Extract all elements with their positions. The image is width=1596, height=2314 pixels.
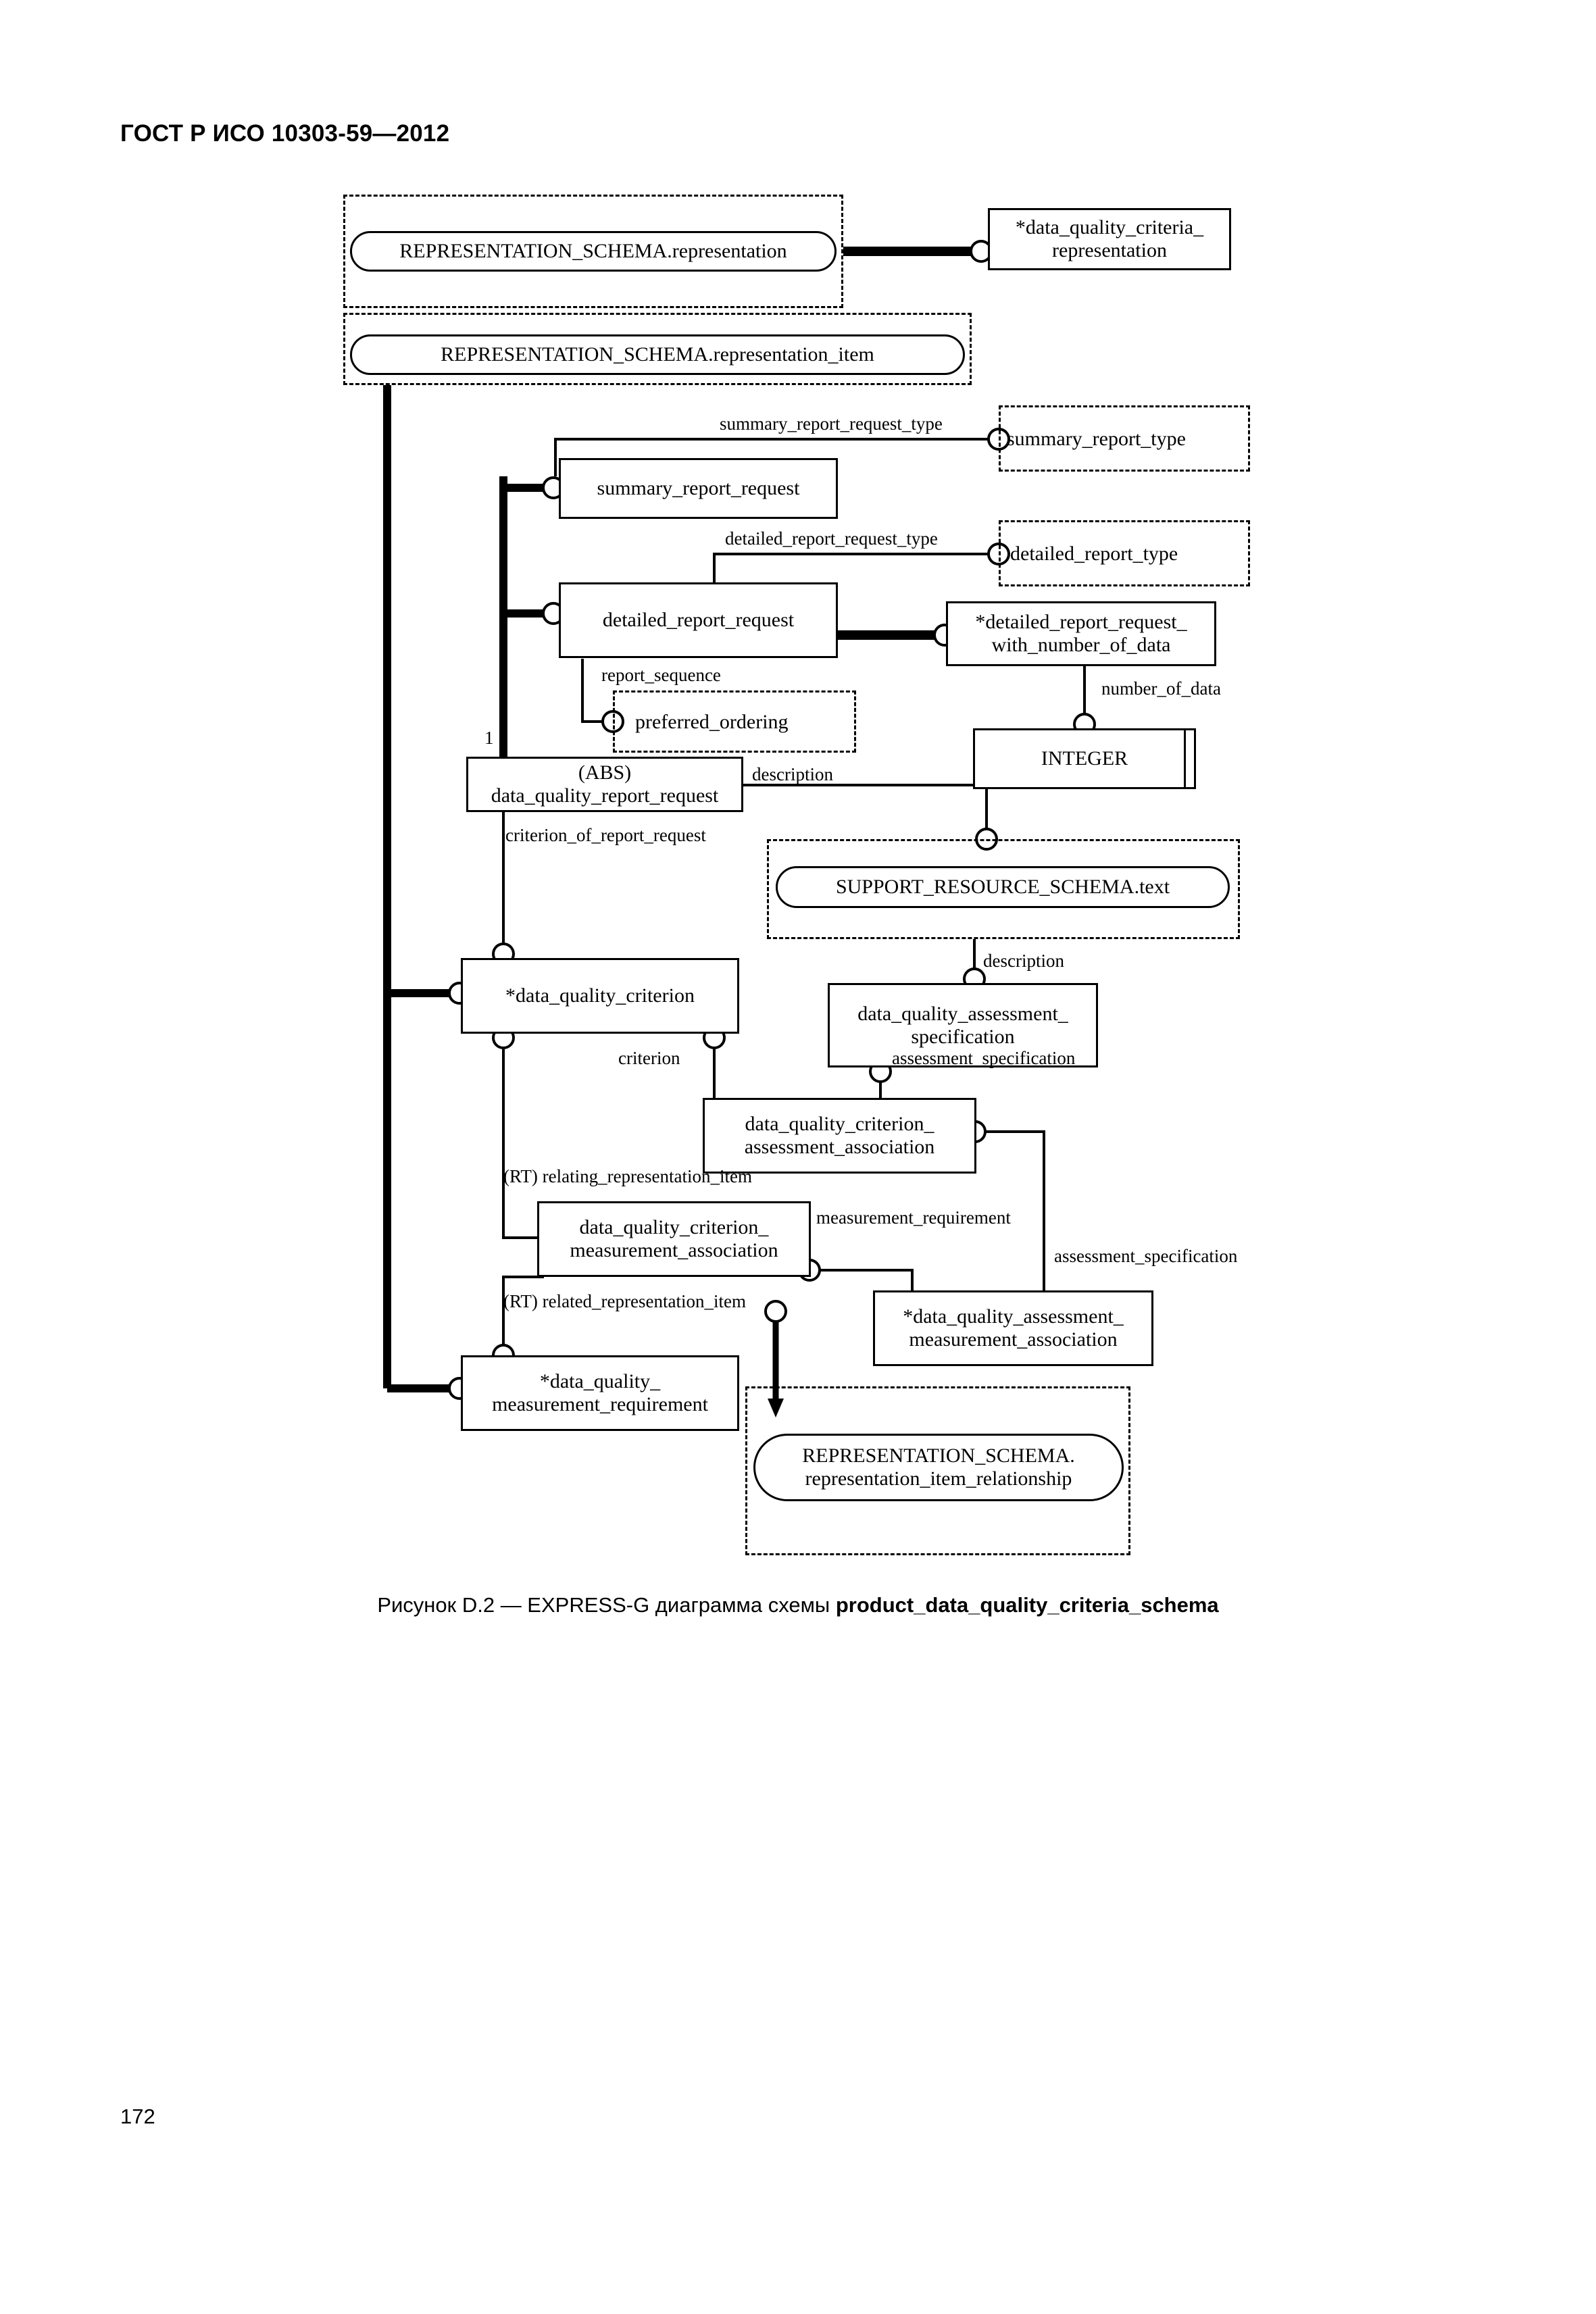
express-g-diagram: REPRESENTATION_SCHEMA.representation REP… [343,195,1250,1555]
schema-frame-support-resource-text [767,839,1240,939]
type-frame-preferred-ordering [613,690,856,753]
type-frame-summary-report-type [999,405,1250,472]
label-assessment-specification-right: assessment_specification [1054,1246,1238,1266]
label-report-sequence: report_sequence [601,665,721,685]
page-header: ГОСТ Р ИСО 10303-59—2012 [120,120,450,147]
entity-data-quality-criterion[interactable]: *data_quality_criterion [461,958,739,1034]
label-summary-report-type: summary_report_type [1007,428,1186,450]
entity-data-quality-criterion-measurement-association[interactable]: data_quality_criterion_ measurement_asso… [537,1201,811,1277]
figure-caption: Рисунок D.2 — EXPRESS-G диаграмма схемы … [0,1593,1596,1617]
label-measurement-requirement: measurement_requirement [816,1207,1011,1228]
entity-detailed-report-request-with-number-of-data[interactable]: *detailed_report_request_ with_number_of… [946,601,1216,666]
entity-data-quality-assessment-measurement-association[interactable]: *data_quality_assessment_ measurement_as… [873,1290,1153,1366]
schema-frame-representation-item [343,313,972,385]
type-frame-detailed-report-type [999,520,1250,586]
figure-caption-schema-name: product_data_quality_criteria_schema [835,1593,1219,1617]
label-relating-representation-item: (RT) relating_representation_item [503,1166,752,1186]
figure-caption-prefix: Рисунок D.2 — EXPRESS-G диаграмма схемы [377,1593,836,1617]
entity-representation-schema-representation-item-relationship[interactable]: REPRESENTATION_SCHEMA. representation_it… [753,1434,1124,1501]
entity-data-quality-criterion-assessment-association[interactable]: data_quality_criterion_ assessment_assoc… [703,1098,976,1174]
label-assessment-specification-top: assessment_specification [892,1048,1076,1068]
page-number: 172 [120,2105,155,2128]
label-preferred-ordering: preferred_ordering [635,711,789,733]
label-related-representation-item: (RT) related_representation_item [503,1291,746,1311]
entity-representation-schema-representation-item[interactable]: REPRESENTATION_SCHEMA.representation_ite… [350,334,965,375]
label-summary-report-request-type: summary_report_request_type [720,413,943,434]
entity-data-quality-assessment-specification[interactable]: data_quality_assessment_ specification [828,983,1098,1067]
entity-data-quality-measurement-requirement[interactable]: *data_quality_ measurement_requirement [461,1355,739,1431]
label-criterion-of-report-request: criterion_of_report_request [505,825,706,845]
entity-data-quality-report-request[interactable]: (ABS) data_quality_report_request [466,757,743,812]
label-description-report-request: description [752,764,833,784]
schema-frame-representation-item-relationship [745,1386,1130,1555]
label-criterion: criterion [618,1048,680,1068]
label-detailed-report-request-type: detailed_report_request_type [725,528,938,549]
entity-summary-report-request[interactable]: summary_report_request [559,458,838,519]
label-number-of-data: number_of_data [1101,678,1221,699]
entity-support-resource-schema-text[interactable]: SUPPORT_RESOURCE_SCHEMA.text [776,866,1230,908]
label-supertype-count: 1 [484,728,494,748]
label-description-assessment-specification: description [983,951,1064,971]
label-detailed-report-type: detailed_report_type [1010,543,1178,565]
entity-representation-schema-representation[interactable]: REPRESENTATION_SCHEMA.representation [350,231,837,272]
entity-detailed-report-request[interactable]: detailed_report_request [559,582,838,658]
schema-frame-representation [343,195,843,308]
entity-data-quality-criteria-representation[interactable]: *data_quality_criteria_ representation [988,208,1231,270]
entity-integer[interactable]: INTEGER [973,728,1196,789]
